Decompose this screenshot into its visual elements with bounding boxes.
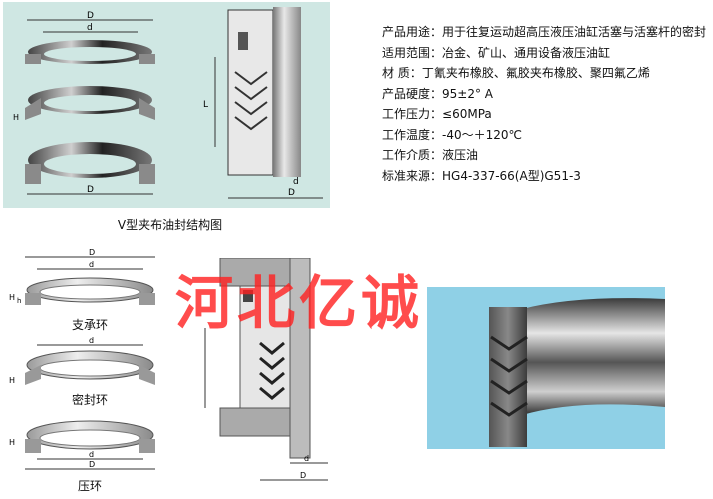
svg-text:d: d — [89, 450, 94, 459]
watermark-text: 河北亿诚 — [175, 269, 424, 337]
top-ring-2: H — [13, 86, 155, 122]
svg-text:d: d — [304, 454, 309, 463]
seal-ring-label: 密封环 — [71, 393, 108, 407]
spec-row: 适用范围：冶金、矿山、通用设备液压油缸 — [382, 45, 611, 60]
structure-diagram-panel: D d H D — [3, 2, 330, 208]
dim-D-label: D — [87, 11, 94, 21]
spec-row: 产品用途：用于往复运动超高压液压油缸活塞与活塞杆的密封 — [382, 25, 707, 39]
top-ring-3: D — [25, 142, 155, 195]
spec-row: 标准来源：HG4-337-66(A型)G51-3 — [382, 168, 581, 183]
spec-list: 产品用途：用于往复运动超高压液压油缸活塞与活塞杆的密封 适用范围：冶金、矿山、通… — [382, 22, 707, 186]
spec-row: 材 质：丁氰夹布橡胶、氟胶夹布橡胶、聚四氟乙烯 — [382, 66, 650, 80]
structure-diagram: D d H D — [13, 7, 323, 199]
svg-text:H: H — [9, 438, 15, 447]
cross-section-drawing: d D — [200, 257, 330, 490]
dim-d-label: d — [87, 23, 93, 33]
dim-L-label: L — [203, 100, 208, 110]
support-ring-drawing: D d H h — [9, 248, 155, 305]
svg-text:H: H — [9, 293, 15, 302]
dim-D-label: D — [288, 188, 295, 198]
dim-D-label: D — [87, 185, 94, 195]
ring-drawings: D d H h d H d D H — [5, 245, 165, 495]
dim-H-label: H — [13, 113, 19, 122]
product-photo — [427, 287, 665, 449]
svg-text:H: H — [9, 376, 15, 385]
top-ring-1: D d — [25, 11, 155, 64]
pressure-ring-label: 压环 — [77, 479, 102, 493]
svg-text:D: D — [89, 248, 95, 257]
dim-d-label: d — [293, 177, 299, 187]
diagram-caption: V型夹布油封结构图 — [117, 218, 223, 232]
svg-text:h: h — [17, 297, 21, 305]
assembly-section: L D d — [203, 7, 323, 199]
support-ring-label: 支承环 — [71, 318, 108, 332]
pressure-ring-drawing: d D H — [9, 420, 155, 470]
svg-text:D: D — [300, 471, 306, 480]
spec-row: 产品硬度：95±2° A — [382, 86, 493, 101]
svg-text:D: D — [89, 460, 95, 469]
spec-row: 工作压力：≤60MPa — [382, 107, 492, 121]
o-ring-mark — [243, 290, 253, 302]
spec-row: 工作温度：-40～＋120℃ — [382, 127, 522, 142]
seal-ring-drawing: d H — [9, 336, 155, 385]
svg-text:d: d — [89, 260, 94, 269]
svg-text:d: d — [89, 336, 94, 345]
spec-row: 工作介质：液压油 — [382, 148, 479, 162]
